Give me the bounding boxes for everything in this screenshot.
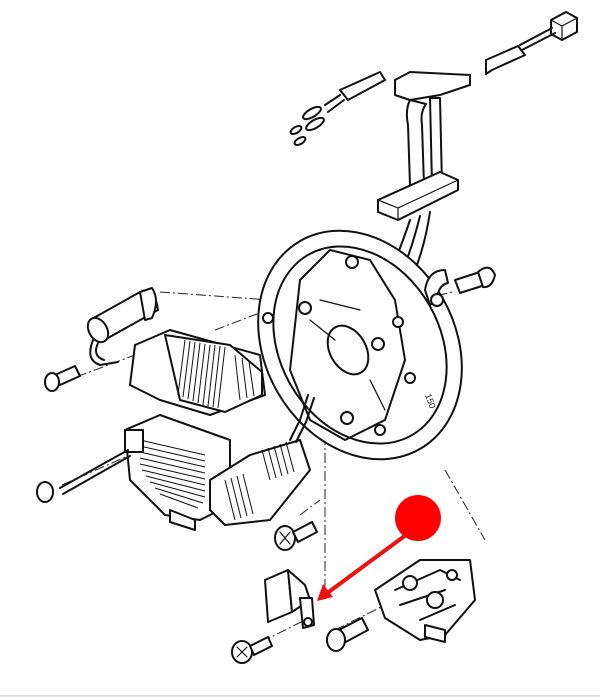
plate-stamp-text: 150 <box>423 392 438 410</box>
coil-lower-large <box>36 414 231 531</box>
capacitor <box>44 287 159 392</box>
annotation-arrow-head <box>317 584 333 601</box>
coil-lower-small <box>209 394 315 526</box>
annotation-arrow-shaft <box>324 530 412 596</box>
contact-breaker <box>326 559 476 652</box>
coil-upper <box>129 329 266 416</box>
annotation-red-dot <box>395 495 441 541</box>
wire-clamp <box>424 266 496 307</box>
wire-harness <box>289 11 578 186</box>
screw-center <box>274 521 318 551</box>
bottom-border <box>0 695 600 697</box>
annotation-marker <box>317 495 441 601</box>
pulser-bracket <box>264 569 315 629</box>
screw-bottom-left <box>231 636 273 664</box>
